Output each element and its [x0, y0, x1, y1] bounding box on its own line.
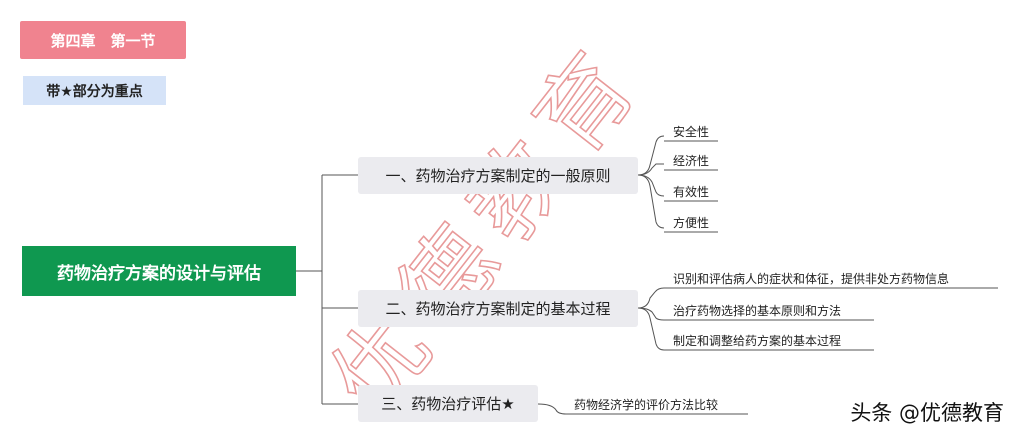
- leaf-line-2-1: [637, 287, 998, 309]
- leaf-line-1-4: [637, 174, 665, 229]
- leaf-economy[interactable]: 经济性: [673, 154, 710, 168]
- leaf-convenience[interactable]: 方便性: [673, 216, 710, 230]
- leaf-line-2-3: [637, 307, 874, 351]
- leaf-effectiveness[interactable]: 有效性: [673, 185, 710, 199]
- leaf-pharmacoeconomics[interactable]: 药物经济学的评价方法比较: [574, 398, 719, 412]
- branch-basic-process[interactable]: 二、药物治疗方案制定的基本过程: [358, 290, 638, 327]
- leaf-identify-symptoms[interactable]: 识别和评估病人的症状和体征，提供非处方药物信息: [673, 272, 950, 286]
- leaf-safety[interactable]: 安全性: [673, 125, 710, 139]
- root-topic[interactable]: 药物治疗方案的设计与评估: [22, 246, 296, 296]
- branch-treatment-evaluation[interactable]: 三、药物治疗评估★: [358, 385, 538, 422]
- source-credit: 头条 @优德教育: [850, 401, 1004, 425]
- branch-general-principles[interactable]: 一、药物治疗方案制定的一般原则: [358, 157, 638, 194]
- chapter-tag: 第四章 第一节: [20, 21, 186, 59]
- leaf-dosing-regimen[interactable]: 制定和调整给药方案的基本过程: [673, 334, 842, 348]
- leaf-line-2-2: [637, 307, 874, 321]
- key-points-note: 带★部分为重点: [23, 76, 166, 105]
- leaf-line-3-1: [537, 403, 748, 415]
- leaf-drug-selection[interactable]: 治疗药物选择的基本原则和方法: [673, 304, 842, 318]
- leaf-line-1-2: [637, 163, 664, 176]
